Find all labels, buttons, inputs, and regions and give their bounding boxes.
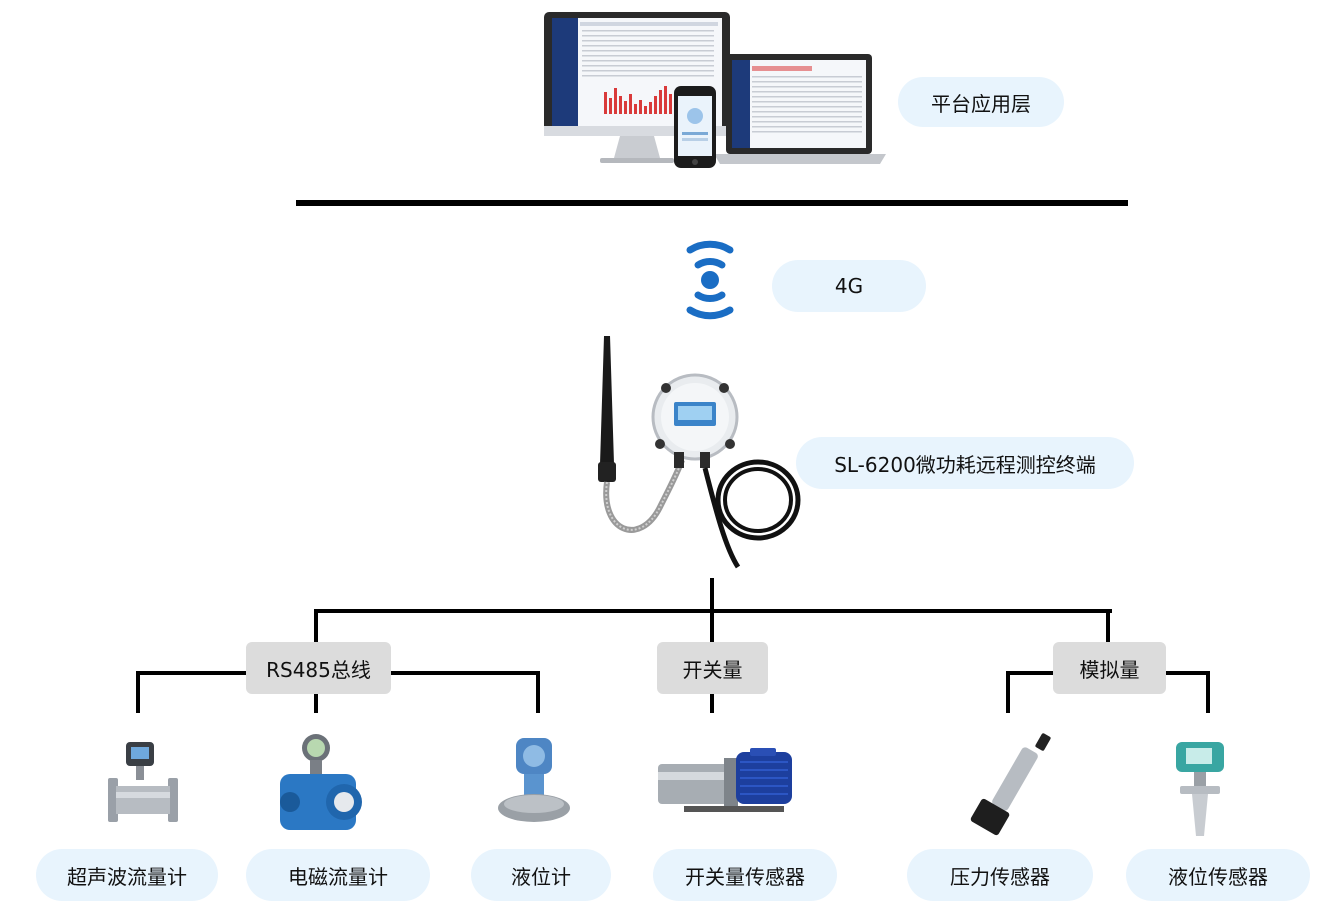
- level-meter-icon: [498, 738, 570, 822]
- electromagnetic-flowmeter-icon: [280, 734, 362, 830]
- phone-icon: [674, 86, 716, 168]
- rs485-drop-1: [136, 671, 140, 713]
- interface-analog: 模拟量: [1053, 642, 1166, 694]
- platform-divider: [296, 200, 1128, 206]
- platform-layer-label: 平台应用层: [898, 77, 1064, 127]
- network-label: 4G: [772, 260, 926, 312]
- analog-drop-2: [1206, 671, 1210, 713]
- interface-rs485: RS485总线: [246, 642, 391, 694]
- rs485-drop-2: [314, 690, 318, 713]
- platform-devices-illustration: [544, 12, 886, 168]
- device-label-switch-sensor: 开关量传感器: [653, 849, 837, 901]
- drop-rs485: [314, 609, 318, 643]
- switch-sensor-icon: [658, 748, 792, 812]
- wifi-signal-icon: [686, 240, 734, 320]
- device-label-level-meter: 液位计: [471, 849, 611, 901]
- rs485-drop-3: [536, 671, 540, 713]
- pressure-sensor-icon: [970, 733, 1051, 836]
- switch-drop: [710, 690, 714, 713]
- terminal-label: SL-6200微功耗远程测控终端: [796, 437, 1134, 489]
- device-label-ultrasonic: 超声波流量计: [36, 849, 218, 901]
- drop-analog: [1106, 609, 1110, 643]
- device-label-level-sensor: 液位传感器: [1126, 849, 1310, 901]
- device-label-pressure-sensor: 压力传感器: [907, 849, 1093, 901]
- terminal-device-icon: [598, 336, 801, 569]
- level-sensor-icon: [1176, 742, 1224, 836]
- analog-drop-1: [1006, 671, 1010, 713]
- trunk-line: [710, 578, 714, 614]
- device-label-electromagnetic: 电磁流量计: [246, 849, 430, 901]
- ultrasonic-flowmeter-icon: [108, 742, 178, 822]
- interface-switch: 开关量: [657, 642, 768, 694]
- drop-switch: [710, 609, 714, 643]
- laptop-icon: [714, 54, 886, 164]
